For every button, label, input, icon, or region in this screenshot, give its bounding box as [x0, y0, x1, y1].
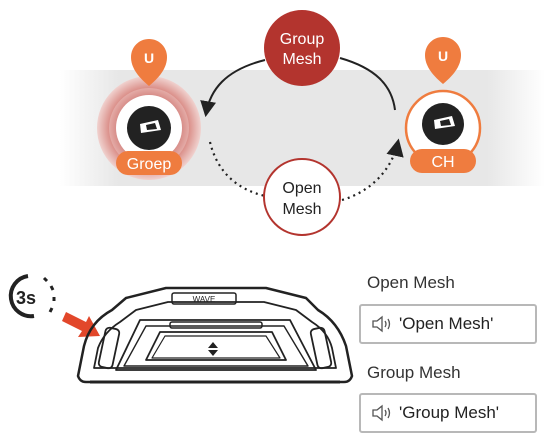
right-node-tag: CH [431, 154, 454, 171]
arrow-group-to-left [200, 59, 266, 118]
speaker-icon [372, 315, 391, 333]
timer-label: 3s [16, 288, 36, 308]
timer-icon: 3s [8, 274, 56, 319]
wave-device [76, 286, 354, 384]
open-mesh-prompt-text: 'Open Mesh' [399, 314, 494, 333]
group-mesh-prompt-text: 'Group Mesh' [399, 403, 500, 422]
open-mesh-node: Open Mesh [263, 158, 341, 236]
group-mesh-prompt-box: 'Group Mesh' [359, 393, 537, 433]
wave-center-button-icon [208, 342, 218, 356]
group-mesh-node: Group Mesh [264, 10, 340, 86]
dotted-left-to-open [208, 141, 266, 198]
group-mesh-line2: Mesh [282, 51, 321, 68]
right-pin-letter: U [438, 48, 448, 64]
right-helmet-node: CH U [404, 37, 482, 173]
open-mesh-line1: Open [282, 180, 321, 197]
speaker-icon [372, 404, 391, 422]
left-pin-letter: U [144, 50, 154, 66]
arrow-right-to-group [339, 57, 396, 111]
location-pin-icon: U [131, 39, 167, 86]
device-label: WAVE [193, 295, 216, 304]
group-mesh-line1: Group [280, 31, 325, 48]
location-pin-icon: U [425, 37, 461, 84]
open-mesh-heading: Open Mesh [367, 273, 455, 292]
helmet-icon [422, 103, 464, 145]
helmet-icon [127, 106, 171, 150]
dotted-open-to-right [341, 138, 404, 202]
open-mesh-prompt-box: 'Open Mesh' [359, 304, 537, 344]
left-helmet-node: Groep U [97, 39, 201, 180]
left-node-tag: Groep [127, 156, 172, 173]
open-mesh-line2: Mesh [282, 201, 321, 218]
group-mesh-heading: Group Mesh [367, 363, 461, 382]
